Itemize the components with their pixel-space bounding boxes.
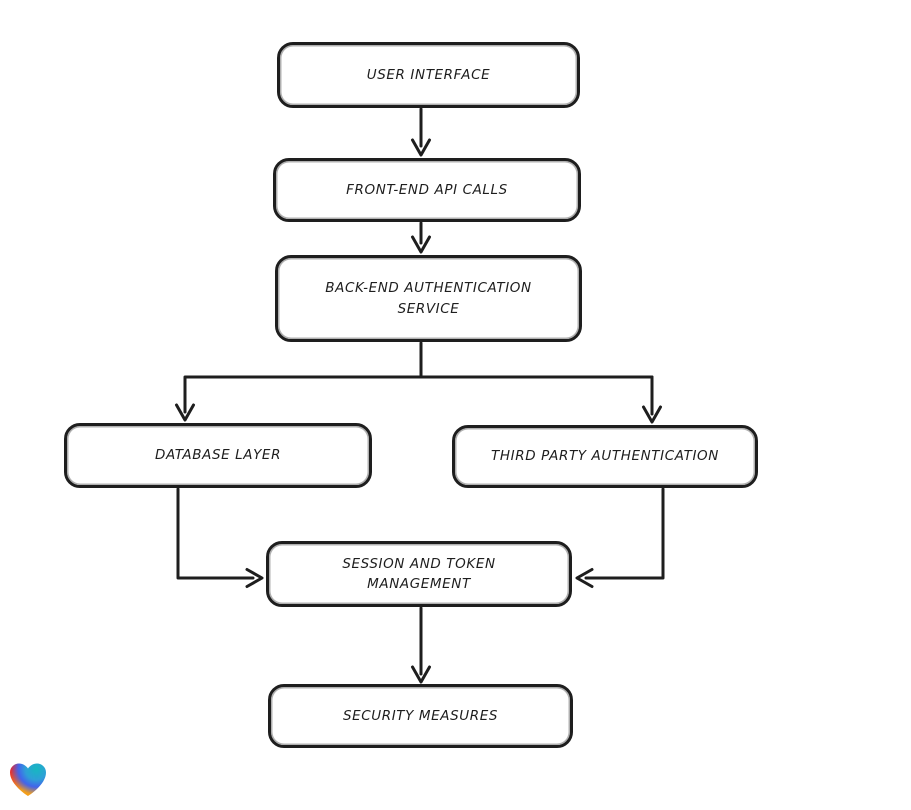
node-third-party-authentication-label: THIRD PARTY AUTHENTICATION [491, 448, 719, 465]
node-front-end-api-calls[interactable]: FRONT-END API CALLS [273, 158, 581, 222]
node-user-interface-label: USER INTERFACE [366, 66, 491, 83]
node-database-layer-label: DATABASE LAYER [154, 447, 282, 464]
node-back-end-authentication-service-label: BACK-END AUTHENTICATION SERVICE [325, 280, 532, 317]
edge-user-interface-to-front-end-api-calls[interactable] [411, 107, 431, 157]
node-user-interface[interactable]: USER INTERFACE [277, 42, 580, 108]
node-third-party-authentication[interactable]: THIRD PARTY AUTHENTICATION [452, 425, 758, 488]
node-security-measures[interactable]: SECURITY MEASURES [268, 684, 573, 748]
edge-front-end-api-calls-to-back-end-authentication-service[interactable] [411, 221, 431, 254]
node-database-layer[interactable]: DATABASE LAYER [64, 423, 372, 488]
edge-back-end-authentication-service-to-third-party-authentication[interactable] [642, 375, 662, 424]
node-back-end-authentication-service[interactable]: BACK-END AUTHENTICATION SERVICE [275, 255, 582, 342]
edge-third-party-authentication-to-session-and-token-management[interactable] [575, 487, 665, 588]
node-security-measures-label: SECURITY MEASURES [342, 707, 499, 724]
node-front-end-api-calls-label: FRONT-END API CALLS [346, 181, 508, 198]
node-session-and-token-management-label: SESSION AND TOKEN MANAGEMENT [342, 555, 496, 592]
edge-session-and-token-management-to-security-measures[interactable] [411, 606, 431, 684]
edge-database-layer-to-session-and-token-management[interactable] [176, 487, 264, 588]
node-session-and-token-management[interactable]: SESSION AND TOKEN MANAGEMENT [266, 541, 572, 607]
edge-back-end-authentication-service-to-database-layer[interactable] [175, 341, 654, 422]
